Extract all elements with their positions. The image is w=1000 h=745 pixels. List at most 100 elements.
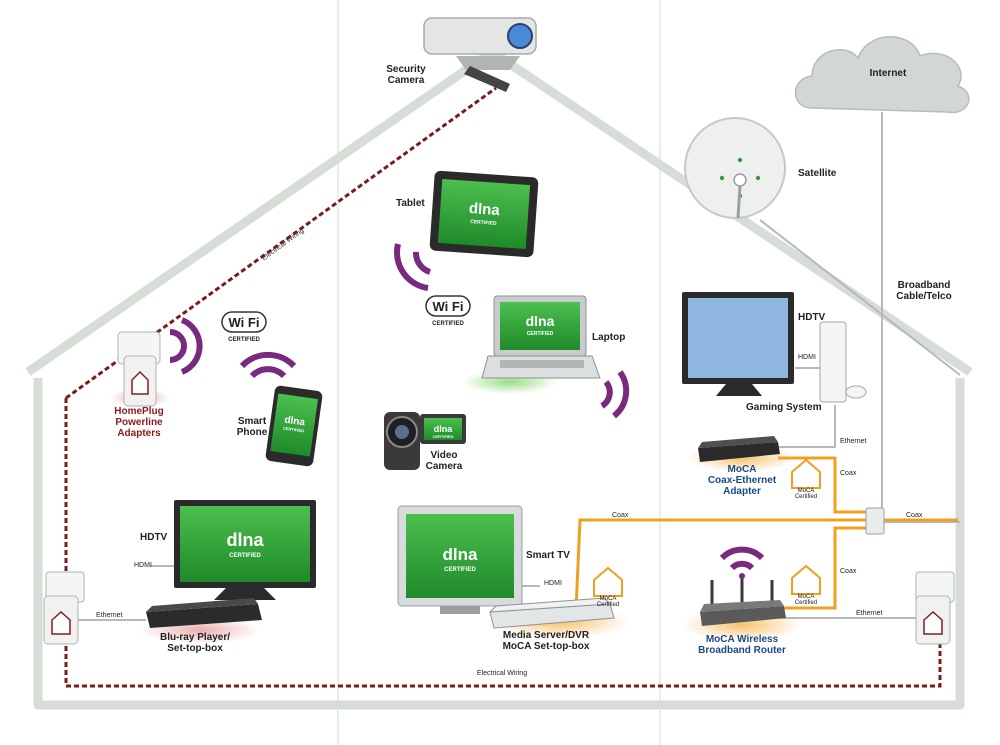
hdmi-left-label: HDMI [134,562,152,569]
homeplug-label-line2: Powerline [115,417,163,428]
svg-text:dlna: dlna [434,424,453,434]
security-camera-label-line1: Security [386,64,426,75]
moca-badge-3-brand: MoCA [797,594,815,600]
tablet [429,170,539,258]
svg-text:CERTIFIED: CERTIFIED [444,567,476,573]
media-server-label-line1: Media Server/DVR [502,630,590,641]
homeplug-label-line3: Adapters [117,428,161,439]
moca-badge-1-brand: MoCA [599,596,617,602]
media-server-label: Media Server/DVR MoCA Set-top-box [490,630,602,652]
moca-badge-3-certified: Certified [794,600,818,606]
broadband-label-line1: Broadband [897,280,951,291]
coax-splitter [865,507,885,535]
laptop [481,295,601,379]
hdtv-left-label: HDTV [140,532,168,543]
svg-text:dlna: dlna [468,200,501,219]
wifi-logo-center: Wi Fi CERTIFIED [425,295,471,327]
coax-right-label: Coax [906,512,923,519]
security-camera [423,17,537,92]
tablet-label: Tablet [396,198,425,209]
moca-coax-adapter-label-line3: Adapter [723,486,761,497]
satellite-line [759,219,961,376]
hdtv-right-label: HDTV [798,312,826,323]
ethernet-right-top-label: Ethernet [840,438,867,445]
svg-text:CERTIFIED: CERTIFIED [228,337,260,343]
hdmi-right-label: HDMI [798,354,816,361]
moca-badge-1 [593,566,623,597]
svg-text:CERTIFIED: CERTIFIED [283,426,305,434]
gaming-system [819,321,867,403]
smart-phone-label: Smart Phone [226,416,278,438]
svg-text:dlna: dlna [443,545,478,564]
coax-center-label: Coax [612,512,629,519]
coax-lines [574,456,958,611]
broadband-label-line2: Cable/Telco [896,291,952,302]
svg-text:dlna: dlna [284,415,306,429]
dlna-logo-laptop: dlna CERTIFIED [526,313,555,337]
moca-badge-2-brand: MoCA [797,488,815,494]
moca-router-label: MoCA Wireless Broadband Router [690,634,794,656]
hdtv-left [174,500,316,600]
svg-text:Wi Fi: Wi Fi [229,315,260,330]
homeplug-label-line1: HomePlug [114,406,164,417]
broadband-label: Broadband Cable/Telco [888,280,960,302]
dlna-logo-hdtv-left: dlna CERTIFIED [226,530,264,559]
laptop-label: Laptop [592,332,626,343]
ethernet-right-bottom-label: Ethernet [856,610,883,617]
hdtv-right [682,292,794,396]
moca-coax-adapter-label: MoCA Coax-Ethernet Adapter [700,464,784,497]
video-camera-label: Video Camera [418,450,470,472]
moca-badge-2-certified: Certified [794,494,818,500]
coax-vertical-top-label: Coax [840,470,857,477]
svg-text:CERTIFIED: CERTIFIED [229,553,261,559]
bluray-label: Blu-ray Player/ Set-top-box [150,632,240,654]
security-camera-label-line2: Camera [387,75,425,86]
security-camera-label: Security Camera [378,64,434,86]
smart-tv [397,505,523,614]
homeplug-adapter-top [117,331,161,407]
moca-badge-2 [791,458,821,489]
dlna-logo-phone: dlna CERTIFIED [283,415,306,434]
bluray-label-line2: Set-top-box [167,643,223,654]
homeplug-adapter-left-bottom [43,571,85,645]
homeplug-label: HomePlug Powerline Adapters [100,406,178,439]
internet-label: Internet [869,68,907,79]
moca-badge-1-certified: Certified [596,602,620,608]
media-server-label-line2: MoCA Set-top-box [502,641,590,652]
moca-badge-3-text: MoCA Certified [792,594,820,606]
svg-text:CERTIFIED: CERTIFIED [527,331,554,337]
smart-tv-label: Smart TV [526,550,570,561]
smart-phone-label-line2: Phone [236,427,268,438]
gaming-system-label: Gaming System [746,402,822,413]
svg-text:CERTIFIED: CERTIFIED [470,219,497,227]
dlna-logo-tablet: dlna CERTIFIED [468,200,501,227]
bluray-label-line1: Blu-ray Player/ [159,632,231,643]
satellite-label: Satellite [798,168,837,179]
bluray-player [146,598,262,628]
video-camera-label-line1: Video [430,450,458,461]
electrical-wiring-label-top: Electrical Wiring [261,227,306,262]
media-server [488,597,615,629]
moca-badge-3 [791,564,821,595]
ethernet-lines [72,367,916,621]
hdmi-center-label: HDMI [544,580,562,587]
smart-phone [265,385,323,467]
moca-router [700,576,786,626]
moca-coax-ethernet-adapter [698,436,780,462]
video-camera-label-line2: Camera [425,461,463,472]
dlna-logo-videocam: dlna CERTIFIED [432,424,453,439]
svg-text:dlna: dlna [526,313,555,329]
electrical-wiring-label-bottom: Electrical Wiring [476,670,528,677]
dlna-logo-smart-tv: dlna CERTIFIED [443,545,478,573]
moca-coax-adapter-label-line2: Coax-Ethernet [707,475,777,486]
ethernet-left-label: Ethernet [96,612,123,619]
moca-router-label-line1: MoCA Wireless [705,634,779,645]
smart-phone-label-line1: Smart [237,416,267,427]
homeplug-adapter-right-bottom [915,571,955,645]
internet-cloud [794,36,970,114]
svg-text:dlna: dlna [226,530,264,550]
moca-badge-2-text: MoCA Certified [792,488,820,500]
coax-vertical-bottom-label: Coax [840,568,857,575]
satellite-dish [684,117,786,219]
